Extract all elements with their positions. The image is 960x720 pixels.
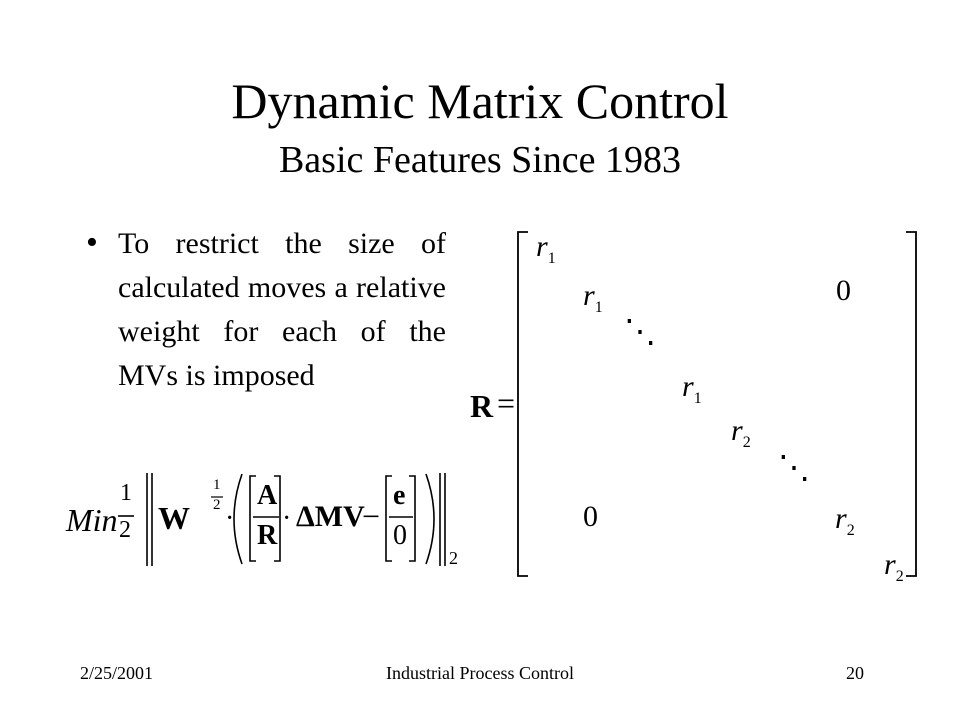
formula-r: R bbox=[257, 520, 278, 551]
formula-a: A bbox=[257, 480, 278, 511]
matrix-entry-r1-c: r1 bbox=[682, 370, 702, 407]
slide-subtitle: Basic Features Since 1983 bbox=[278, 139, 682, 181]
formula-exp-num: 1 bbox=[213, 477, 221, 493]
matrix-entry-r1-a: r1 bbox=[536, 230, 556, 267]
formula-norm-sub: 2 bbox=[449, 548, 458, 568]
bullet-text: To restrict the size of calculated moves… bbox=[118, 227, 446, 392]
bullet-marker: • bbox=[86, 224, 98, 261]
matrix-equals: = bbox=[497, 385, 516, 421]
matrix-zero-lower: 0 bbox=[583, 500, 598, 533]
matrix-entry-r2-b: r2 bbox=[835, 502, 855, 539]
formula-exp-den: 2 bbox=[213, 497, 221, 513]
bullet-item: • To restrict the size of calculated mov… bbox=[86, 222, 446, 398]
formula-half-num: 1 bbox=[120, 480, 132, 506]
slide-title: Dynamic Matrix Control bbox=[231, 73, 729, 129]
formula-dot-1: · bbox=[225, 503, 235, 534]
formula-min: Min bbox=[66, 502, 118, 538]
formula-w: W bbox=[158, 500, 190, 536]
footer-course: Industrial Process Control bbox=[386, 663, 574, 683]
matrix-lhs: R bbox=[470, 388, 494, 424]
formula-zero: 0 bbox=[393, 520, 407, 551]
formula-dot-2: · bbox=[282, 503, 292, 534]
formula-delta-mv: ΔMV bbox=[296, 500, 365, 533]
formula-minus: − bbox=[362, 498, 381, 534]
matrix-ddots-1: ⋱ bbox=[624, 313, 656, 349]
formula-half-den: 2 bbox=[119, 517, 131, 543]
footer-page-number: 20 bbox=[846, 663, 864, 683]
matrix-zero-upper: 0 bbox=[836, 274, 851, 307]
matrix-entry-r2-a: r2 bbox=[731, 414, 751, 451]
matrix-entry-r1-b: r1 bbox=[583, 279, 603, 316]
footer-date: 2/25/2001 bbox=[80, 663, 154, 683]
formula-e: e bbox=[393, 480, 406, 511]
matrix-entry-r2-c: r2 bbox=[884, 548, 904, 585]
matrix-ddots-2: ⋱ bbox=[778, 449, 810, 485]
